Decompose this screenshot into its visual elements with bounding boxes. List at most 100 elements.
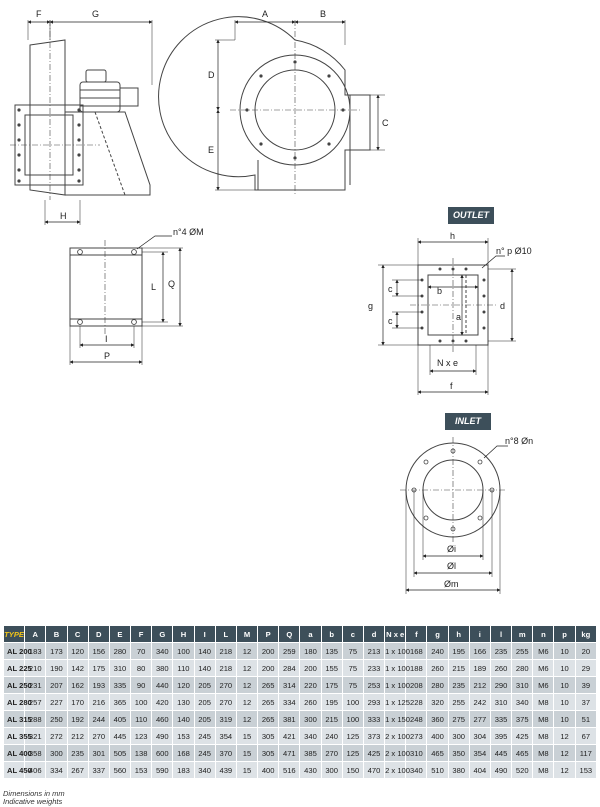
- value-cell: 175: [320, 676, 343, 694]
- value-cell: 337: [87, 761, 110, 779]
- value-cell: 275: [447, 710, 470, 728]
- header-cell: f: [405, 625, 428, 643]
- value-cell: 250: [45, 710, 68, 728]
- value-cell: 189: [468, 659, 491, 677]
- value-cell: 212: [66, 727, 89, 745]
- value-cell: 300: [45, 744, 68, 762]
- value-cell: 15: [235, 761, 259, 779]
- value-cell: 255: [511, 642, 534, 660]
- value-cell: 333: [362, 710, 386, 728]
- value-cell: M8: [532, 744, 555, 762]
- value-cell: 304: [468, 727, 491, 745]
- value-cell: 260: [489, 659, 513, 677]
- value-cell: 123: [130, 727, 153, 745]
- value-cell: 460: [151, 710, 174, 728]
- value-cell: 212: [468, 676, 491, 694]
- dim-p: n° p Ø10: [496, 246, 532, 256]
- value-cell: 370: [214, 744, 237, 762]
- value-cell: 288: [24, 710, 47, 728]
- value-cell: 193: [87, 676, 110, 694]
- value-cell: 180: [299, 642, 322, 660]
- dim-m: Øm: [444, 579, 459, 589]
- value-cell: 314: [278, 676, 301, 694]
- value-cell: 320: [426, 693, 449, 711]
- value-cell: 100: [172, 642, 195, 660]
- value-cell: 265: [257, 710, 280, 728]
- value-cell: 200: [257, 642, 280, 660]
- value-cell: 350: [447, 744, 470, 762]
- header-cell: i: [468, 625, 491, 643]
- dim-d: d: [500, 301, 505, 311]
- value-cell: 490: [151, 727, 174, 745]
- value-cell: 2 x 100: [384, 761, 410, 779]
- value-cell: 12: [235, 659, 259, 677]
- value-cell: 470: [362, 761, 386, 779]
- value-cell: 1 x 100: [384, 642, 410, 660]
- header-cell: g: [426, 625, 449, 643]
- value-cell: 200: [299, 659, 322, 677]
- value-cell: 270: [87, 727, 110, 745]
- value-cell: 110: [172, 659, 195, 677]
- value-cell: 405: [108, 710, 132, 728]
- value-cell: 510: [426, 761, 449, 779]
- value-cell: 218: [214, 659, 237, 677]
- dim-A: A: [262, 9, 268, 19]
- value-cell: 183: [24, 642, 47, 660]
- value-cell: 215: [320, 710, 343, 728]
- value-cell: 354: [214, 727, 237, 745]
- value-cell: M8: [532, 710, 555, 728]
- value-cell: 10: [553, 676, 576, 694]
- value-cell: 300: [447, 727, 470, 745]
- value-cell: 425: [362, 744, 386, 762]
- value-cell: 10: [553, 642, 576, 660]
- value-cell: 310: [489, 693, 513, 711]
- value-cell: 445: [489, 744, 513, 762]
- value-cell: 120: [172, 676, 195, 694]
- inlet-flange-dimensions: [405, 445, 508, 594]
- dim-a: a: [456, 312, 461, 322]
- value-cell: 280: [511, 659, 534, 677]
- value-cell: 168: [172, 744, 195, 762]
- value-cell: 213: [362, 642, 386, 660]
- value-cell: 10: [553, 693, 576, 711]
- header-cell: C: [66, 625, 89, 643]
- value-cell: 20: [574, 642, 598, 660]
- value-cell: 153: [130, 761, 153, 779]
- value-cell: 192: [66, 710, 89, 728]
- value-cell: 260: [426, 659, 449, 677]
- weights-note: Indicative weights: [3, 797, 63, 806]
- header-cell: a: [299, 625, 322, 643]
- header-cell: n: [532, 625, 555, 643]
- value-cell: 520: [511, 761, 534, 779]
- value-cell: 600: [151, 744, 174, 762]
- value-cell: 195: [320, 693, 343, 711]
- value-cell: 280: [426, 676, 449, 694]
- value-cell: 37: [574, 693, 598, 711]
- value-cell: 280: [108, 642, 132, 660]
- value-cell: 471: [278, 744, 301, 762]
- value-cell: 259: [278, 642, 301, 660]
- value-cell: 1 x 100: [384, 659, 410, 677]
- dimensions-note: Dimensions in mm: [3, 789, 65, 798]
- value-cell: 420: [151, 693, 174, 711]
- value-cell: 208: [405, 676, 428, 694]
- value-cell: 200: [257, 659, 280, 677]
- dim-f: f: [450, 381, 453, 391]
- dim-n: n°8 Øn: [505, 436, 533, 446]
- value-cell: 340: [405, 761, 428, 779]
- value-cell: 100: [130, 693, 153, 711]
- value-cell: M8: [532, 727, 555, 745]
- value-cell: 490: [489, 761, 513, 779]
- value-cell: 395: [489, 727, 513, 745]
- value-cell: 175: [87, 659, 110, 677]
- value-cell: 380: [151, 659, 174, 677]
- header-cell: G: [151, 625, 174, 643]
- value-cell: 375: [511, 710, 534, 728]
- header-cell: b: [320, 625, 343, 643]
- header-cell: h: [447, 625, 470, 643]
- value-cell: 245: [193, 744, 216, 762]
